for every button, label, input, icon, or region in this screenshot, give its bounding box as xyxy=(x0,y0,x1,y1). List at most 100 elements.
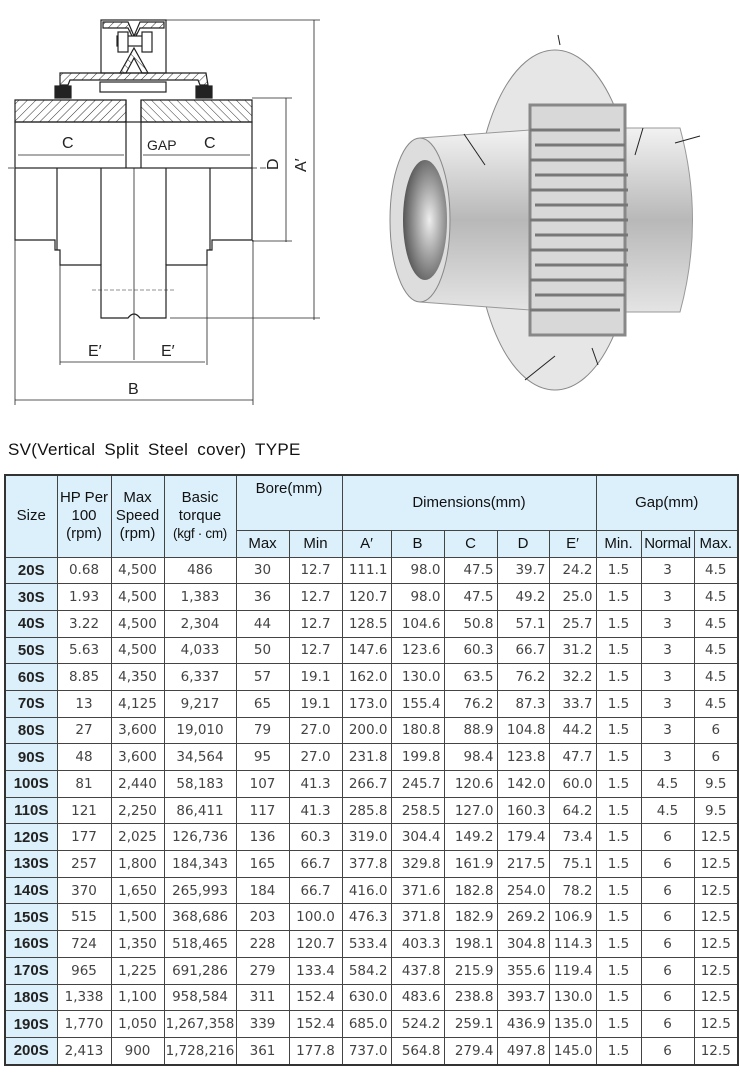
cell-e-prime: 106.9 xyxy=(548,903,597,932)
cell-gap-max: 4.5 xyxy=(693,689,739,718)
label-d: D xyxy=(265,158,282,170)
header-e-prime: E′ xyxy=(548,529,597,558)
cell-a-prime: 147.6 xyxy=(341,636,392,665)
cell-c: 279.4 xyxy=(443,1036,498,1066)
cell-gap-normal: 3 xyxy=(640,556,695,585)
cell-a-prime: 685.0 xyxy=(341,1010,392,1038)
cell-bore-min: 19.1 xyxy=(288,689,343,718)
cell-size: 100S xyxy=(4,770,58,798)
cell-bore-min: 41.3 xyxy=(288,796,343,825)
cell-gap-max: 12.5 xyxy=(693,823,739,852)
cell-e-prime: 114.3 xyxy=(548,930,597,958)
cell-bore-min: 41.3 xyxy=(288,770,343,798)
cell-bore-max: 311 xyxy=(235,983,290,1012)
cell-basic-torque: 265,993 xyxy=(163,876,237,905)
cell-gap-normal: 6 xyxy=(640,956,695,985)
cell-max-speed: 4,350 xyxy=(110,663,165,691)
cell-gap-min: 1.5 xyxy=(595,983,642,1012)
cell-bore-min: 100.0 xyxy=(288,903,343,932)
cell-size: 180S xyxy=(4,983,58,1012)
cell-gap-normal: 3 xyxy=(640,609,695,638)
cell-gap-normal: 3 xyxy=(640,689,695,718)
header-dimensions-group: Dimensions(mm) xyxy=(341,474,597,531)
cell-basic-torque: 86,411 xyxy=(163,796,237,825)
cell-basic-torque: 368,686 xyxy=(163,903,237,932)
cell-gap-min: 1.5 xyxy=(595,689,642,718)
cell-d: 254.0 xyxy=(496,876,550,905)
cell-a-prime: 737.0 xyxy=(341,1036,392,1066)
cell-gap-min: 1.5 xyxy=(595,770,642,798)
cell-hp-per-100: 0.68 xyxy=(56,556,112,585)
cell-a-prime: 266.7 xyxy=(341,770,392,798)
cell-size: 50S xyxy=(4,636,58,665)
cell-gap-min: 1.5 xyxy=(595,1010,642,1038)
cell-gap-max: 6 xyxy=(693,716,739,745)
cell-max-speed: 3,600 xyxy=(110,716,165,745)
cell-d: 393.7 xyxy=(496,983,550,1012)
cell-max-speed: 1,050 xyxy=(110,1010,165,1038)
label-b: B xyxy=(128,381,139,398)
cell-b: 155.4 xyxy=(390,689,445,718)
cell-e-prime: 135.0 xyxy=(548,1010,597,1038)
cell-d: 269.2 xyxy=(496,903,550,932)
cell-e-prime: 60.0 xyxy=(548,770,597,798)
cell-max-speed: 1,500 xyxy=(110,903,165,932)
cell-hp-per-100: 177 xyxy=(56,823,112,852)
cell-gap-min: 1.5 xyxy=(595,796,642,825)
cell-basic-torque: 486 xyxy=(163,556,237,585)
cell-max-speed: 4,500 xyxy=(110,583,165,611)
cell-gap-normal: 6 xyxy=(640,1036,695,1066)
cell-bore-max: 228 xyxy=(235,930,290,958)
cell-a-prime: 128.5 xyxy=(341,609,392,638)
label-gap: GAP xyxy=(147,137,177,153)
cell-b: 304.4 xyxy=(390,823,445,852)
header-gap-group: Gap(mm) xyxy=(595,474,739,531)
cell-gap-normal: 3 xyxy=(640,663,695,691)
cell-c: 215.9 xyxy=(443,956,498,985)
cell-gap-min: 1.5 xyxy=(595,903,642,932)
header-b: B xyxy=(390,529,445,558)
cell-a-prime: 319.0 xyxy=(341,823,392,852)
cell-a-prime: 162.0 xyxy=(341,663,392,691)
cell-a-prime: 584.2 xyxy=(341,956,392,985)
cell-c: 161.9 xyxy=(443,850,498,878)
cell-bore-min: 152.4 xyxy=(288,1010,343,1038)
cell-max-speed: 4,125 xyxy=(110,689,165,718)
cell-a-prime: 120.7 xyxy=(341,583,392,611)
cell-basic-torque: 691,286 xyxy=(163,956,237,985)
cell-size: 90S xyxy=(4,743,58,771)
cell-max-speed: 4,500 xyxy=(110,556,165,585)
cell-gap-max: 12.5 xyxy=(693,1036,739,1066)
cell-e-prime: 145.0 xyxy=(548,1036,597,1066)
cell-bore-max: 184 xyxy=(235,876,290,905)
cell-c: 98.4 xyxy=(443,743,498,771)
cell-max-speed: 1,225 xyxy=(110,956,165,985)
cell-size: 40S xyxy=(4,609,58,638)
cell-basic-torque: 1,728,216 xyxy=(163,1036,237,1066)
section-title: SV(Vertical Split Steel cover) TYPE xyxy=(8,440,301,459)
cell-hp-per-100: 13 xyxy=(56,689,112,718)
header-bore-group: Bore(mm) xyxy=(235,474,343,531)
cell-e-prime: 73.4 xyxy=(548,823,597,852)
cell-max-speed: 2,025 xyxy=(110,823,165,852)
cell-gap-min: 1.5 xyxy=(595,956,642,985)
cell-max-speed: 900 xyxy=(110,1036,165,1066)
cell-max-speed: 1,800 xyxy=(110,850,165,878)
cell-max-speed: 1,650 xyxy=(110,876,165,905)
cell-size: 70S xyxy=(4,689,58,718)
cell-d: 76.2 xyxy=(496,663,550,691)
cell-gap-min: 1.5 xyxy=(595,716,642,745)
cell-gap-normal: 6 xyxy=(640,903,695,932)
cell-e-prime: 25.7 xyxy=(548,609,597,638)
cell-hp-per-100: 965 xyxy=(56,956,112,985)
cell-gap-normal: 6 xyxy=(640,823,695,852)
cell-hp-per-100: 257 xyxy=(56,850,112,878)
cell-d: 49.2 xyxy=(496,583,550,611)
cell-gap-max: 12.5 xyxy=(693,930,739,958)
